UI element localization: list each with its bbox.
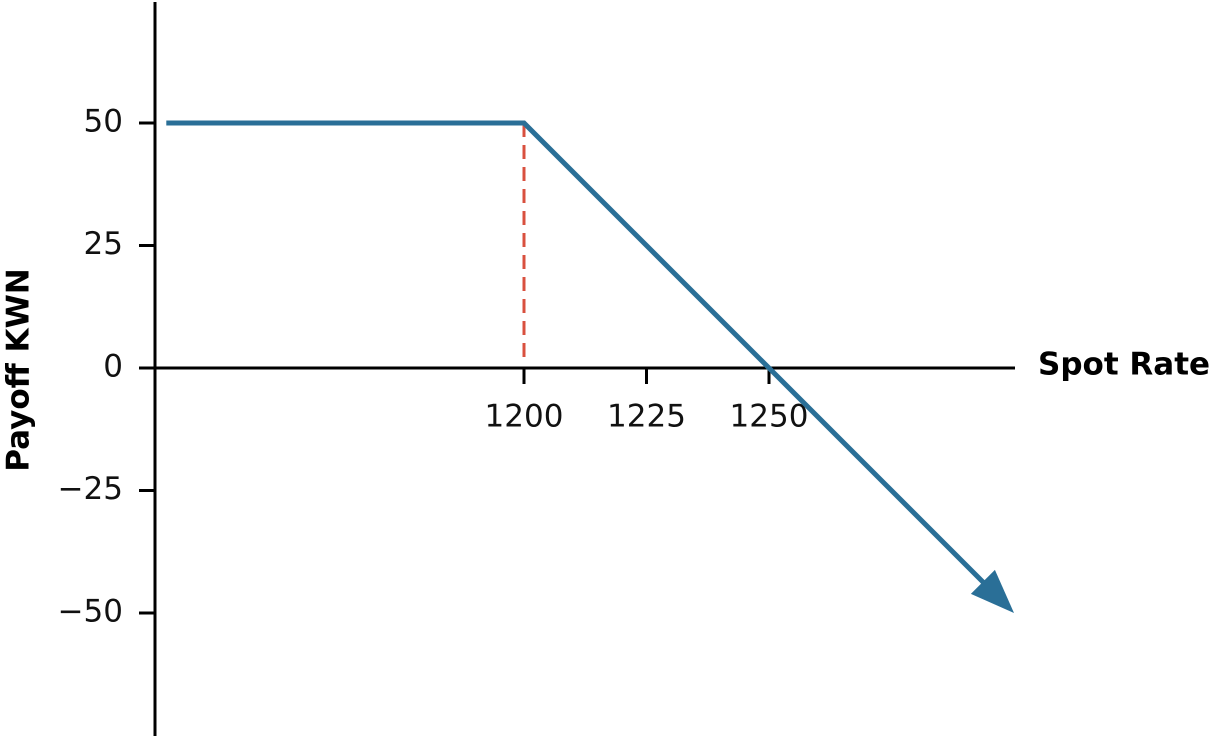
y-axis-title: Payoff KWN <box>1 268 37 471</box>
y-tick-label: 0 <box>103 349 123 385</box>
ticks: 50 25 0 −25 −50 1200 1225 1250 <box>58 104 809 630</box>
y-tick-label: 25 <box>84 226 123 262</box>
axes <box>153 2 1015 736</box>
arrowhead <box>970 569 1014 613</box>
y-tick-label: −25 <box>58 471 123 507</box>
x-tick-label: 1200 <box>485 399 564 435</box>
y-tick-label: 50 <box>84 104 123 140</box>
x-axis-title: Spot Rate <box>1038 347 1210 383</box>
x-tick-label: 1250 <box>730 399 809 435</box>
series <box>166 120 1014 613</box>
y-tick-label: −50 <box>58 594 123 630</box>
x-tick-label: 1225 <box>607 399 686 435</box>
payoff-line <box>166 120 988 587</box>
